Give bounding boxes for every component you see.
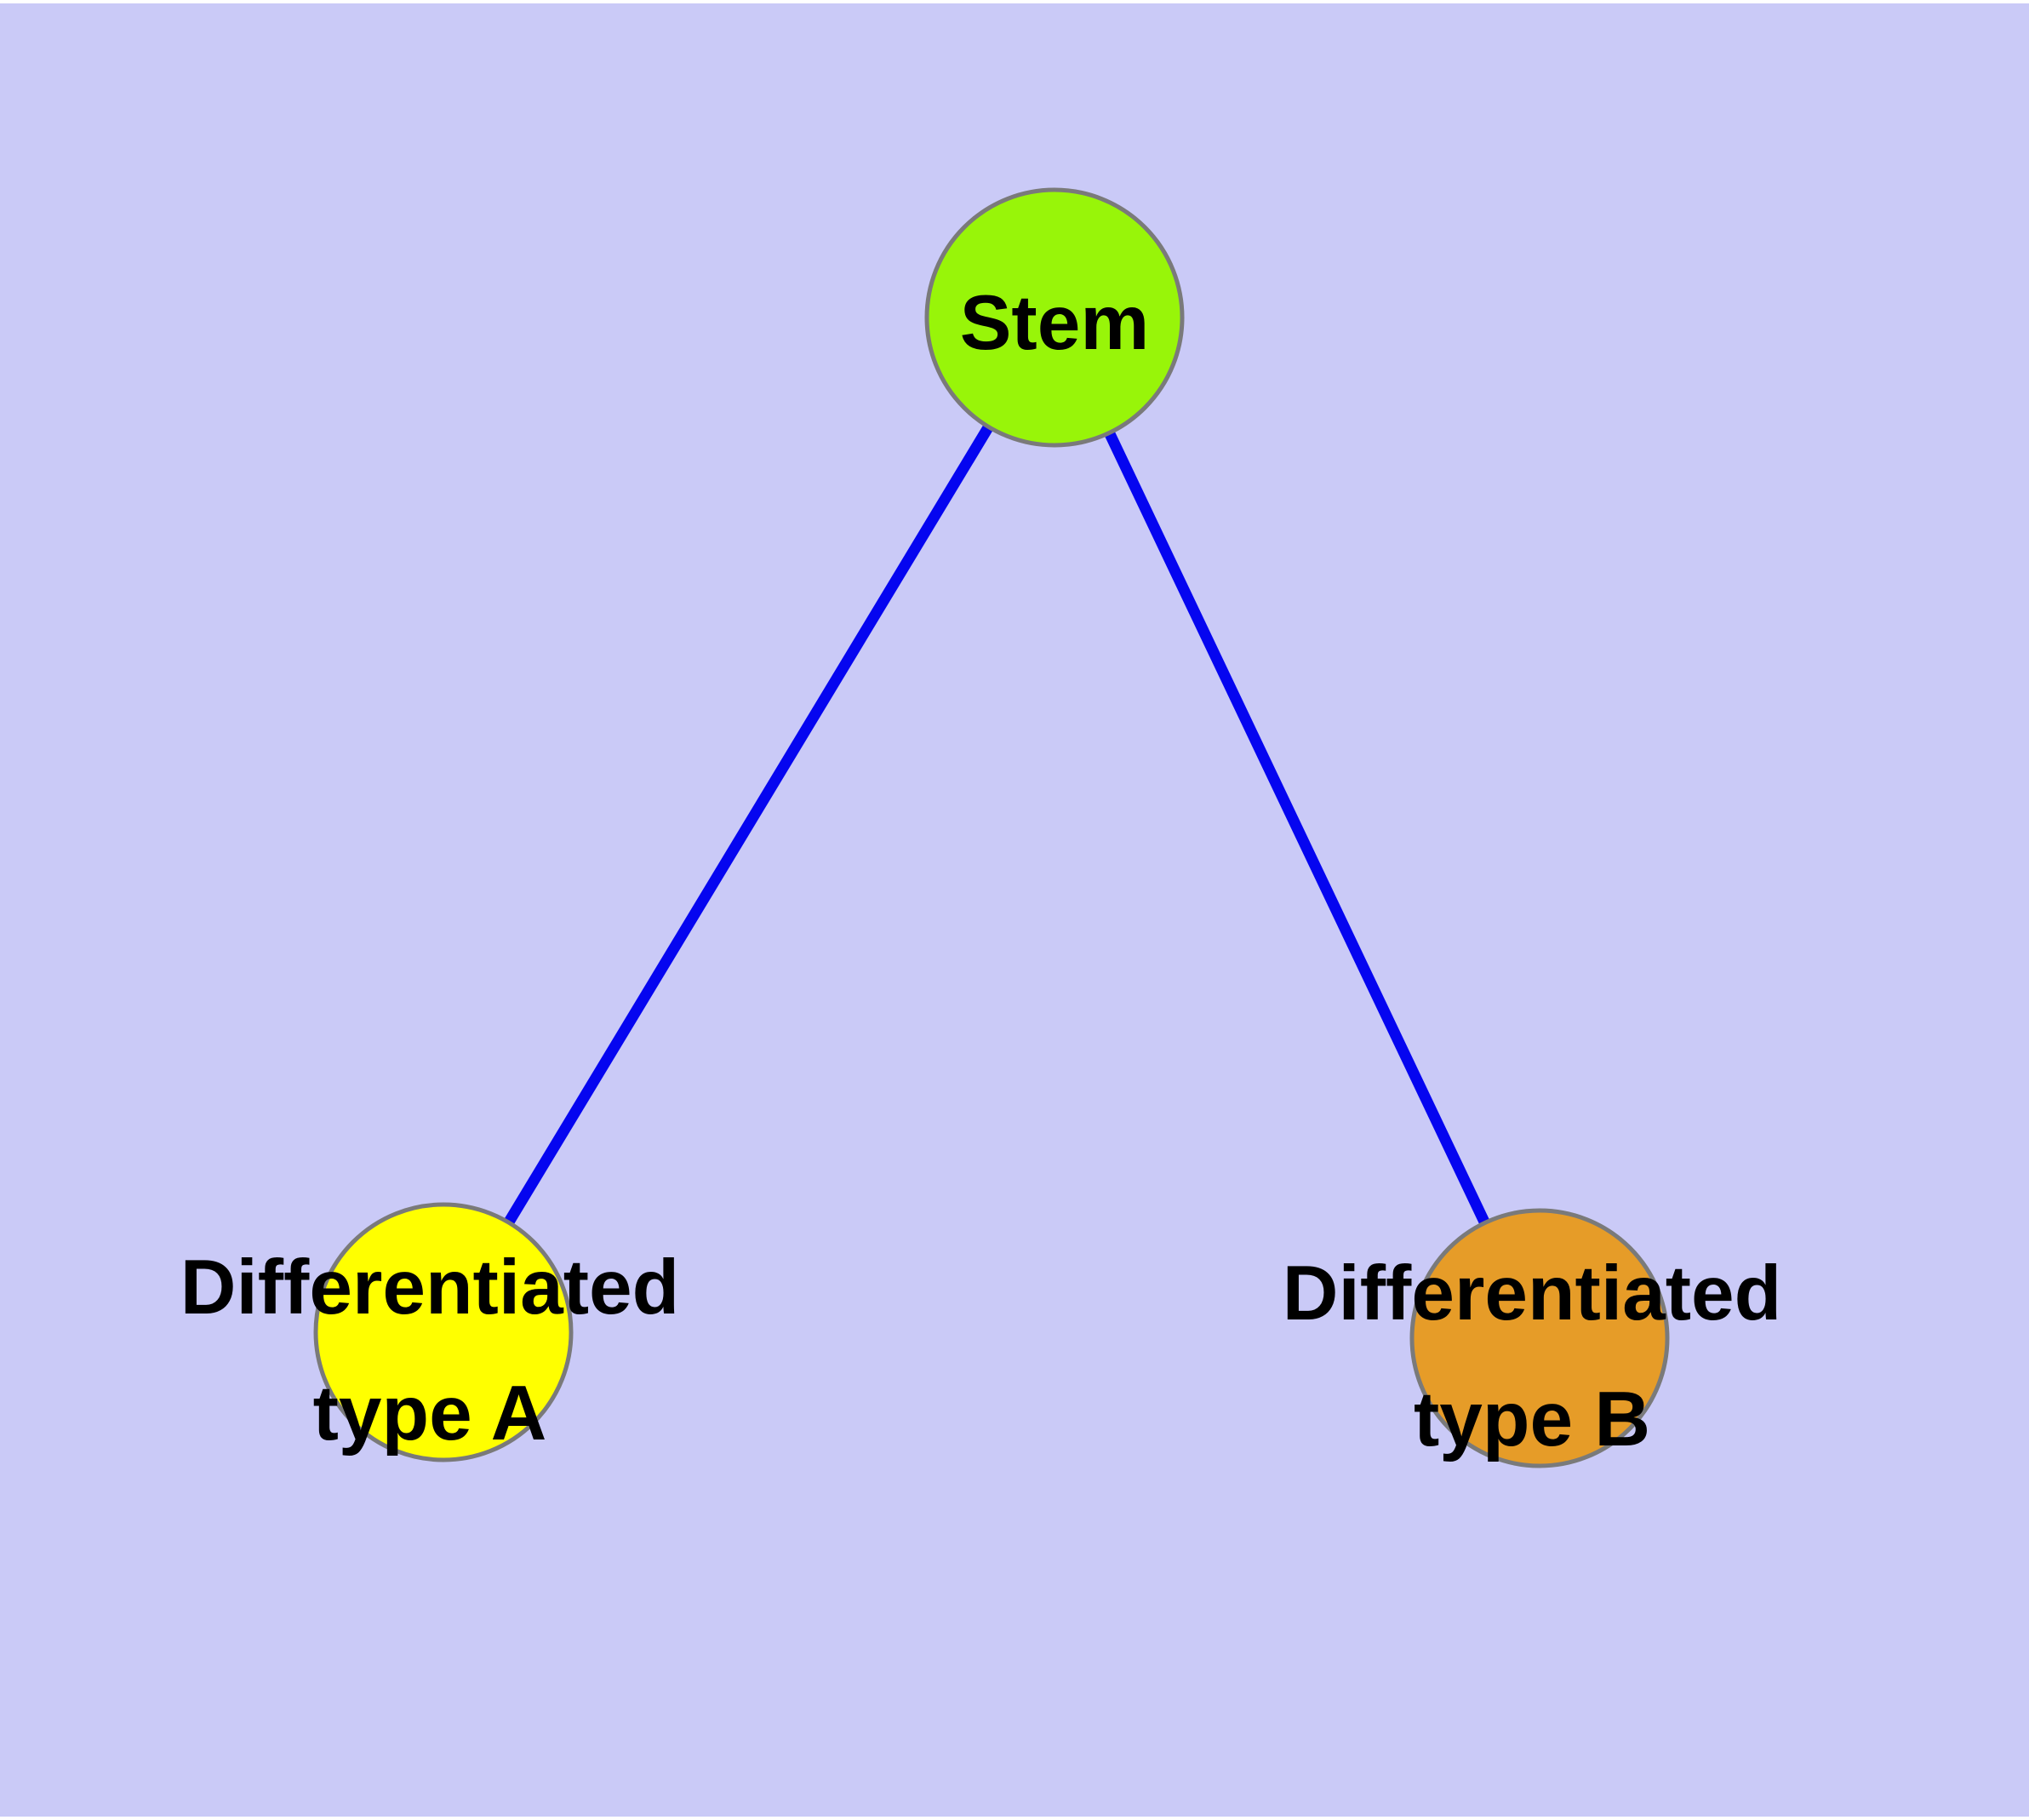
node-stem-label: Stem	[960, 280, 1150, 366]
node-stem	[924, 187, 1185, 448]
node-type-a-label-line1: Differentiated	[180, 1245, 680, 1331]
edge-stem-to-type-a	[438, 314, 1060, 1334]
edge-stem-to-type-b	[1049, 315, 1545, 1341]
node-differentiated-type-b	[1409, 1208, 1670, 1468]
node-type-b-label-line2: type B	[1414, 1376, 1650, 1462]
node-type-b-label-line1: Differentiated	[1283, 1251, 1782, 1336]
node-differentiated-type-a	[313, 1202, 574, 1462]
node-type-a-label-line2: type A	[313, 1371, 547, 1457]
